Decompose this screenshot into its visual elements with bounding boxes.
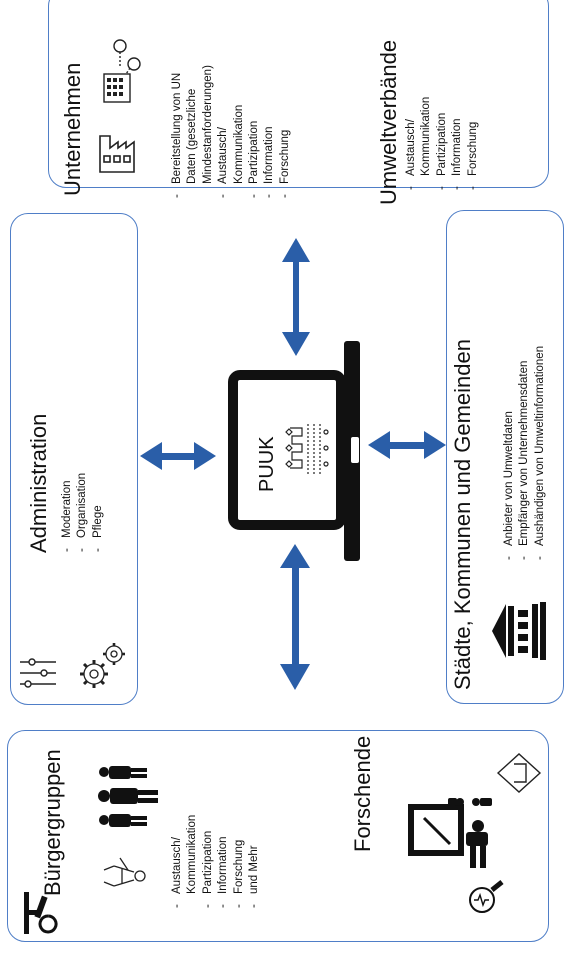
gears-icon — [80, 643, 125, 688]
arrow-left-right-admin — [140, 442, 216, 470]
arrow-up-down-bottom — [280, 544, 310, 690]
sliders-icon — [20, 658, 56, 688]
courthouse-icon — [492, 602, 546, 660]
buergergruppen-list-wrap: Austausch/ Kommunikation Partizipation I… — [170, 815, 262, 908]
arrow-left-right-staedte — [368, 431, 446, 459]
buergergruppen-title-wrap: Bürgergruppen — [40, 749, 65, 896]
list-item: Partizipation — [201, 815, 216, 908]
network-icon — [285, 424, 329, 476]
factory-icon — [99, 135, 135, 173]
presentation-icon — [408, 798, 492, 868]
elderly-person-icon — [103, 857, 146, 887]
family-icon — [98, 766, 158, 827]
administration-box — [10, 213, 138, 705]
buergergruppen-list: Austausch/ Kommunikation Partizipation I… — [170, 815, 262, 908]
network-building-icon — [103, 39, 141, 103]
list-item: Kommunikation — [186, 814, 199, 894]
forschende-title-wrap: Forschende — [350, 735, 375, 852]
list-item: Information — [216, 815, 231, 908]
microscope-icon — [24, 892, 58, 934]
buergergruppen-title: Bürgergruppen — [40, 749, 65, 896]
list-item: Forschung — [232, 815, 247, 908]
magnifier-icon — [469, 880, 504, 913]
list-item: und Mehr — [247, 815, 262, 908]
arrow-up-down-top — [282, 238, 310, 356]
list-item: Austausch/ — [170, 815, 185, 908]
forschende-title: Forschende — [350, 735, 375, 852]
graduation-cap-icon — [496, 753, 542, 793]
device-notch — [351, 437, 359, 463]
